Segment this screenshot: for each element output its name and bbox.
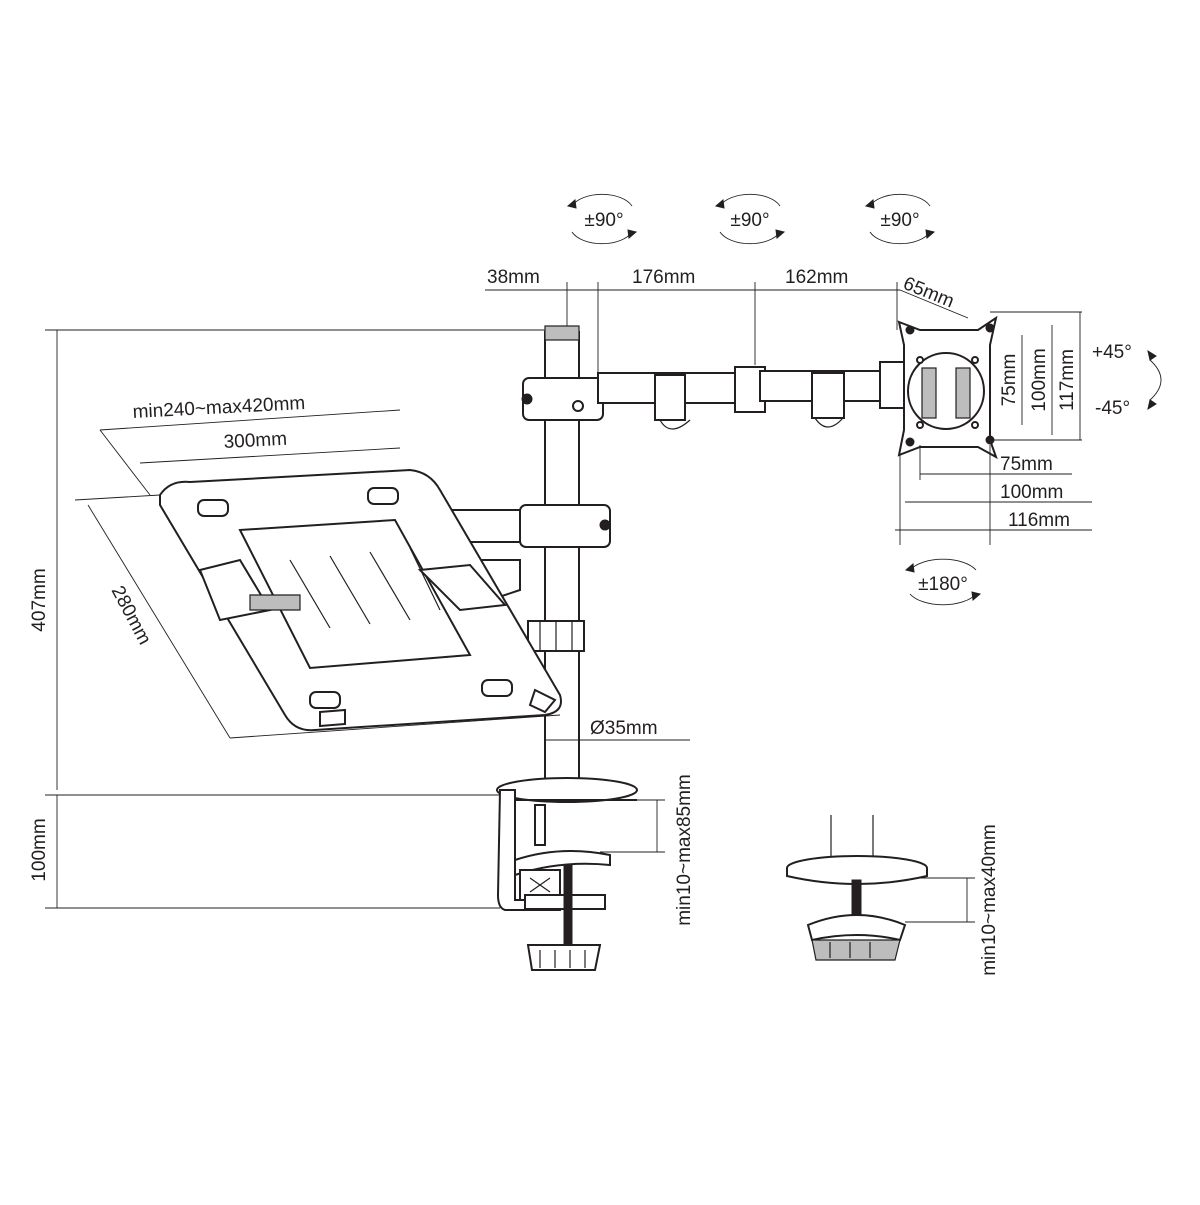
desk-clamp (496, 777, 638, 971)
vesa-v-100-label: 100mm (1029, 348, 1050, 411)
pole-diameter-label: Ø35mm (590, 718, 658, 739)
pole-diameter-dimension: Ø35mm (545, 718, 690, 741)
tilt-down-label: -45° (1095, 398, 1130, 419)
rotation-badge-joint-2: ±90° (714, 193, 786, 245)
vesa-horizontal-dimensions: 75mm 100mm 116mm (895, 445, 1092, 545)
head-depth-label: 65mm (900, 273, 957, 312)
vesa-h-75-label: 75mm (1000, 454, 1053, 475)
clamp-height-label: 100mm (29, 818, 50, 881)
rotation-badge-joint-1: ±90° (566, 193, 638, 245)
rotation-label-joint-3: ±90° (880, 210, 919, 231)
vesa-v-75-label: 75mm (999, 354, 1020, 407)
rotation-label-swivel: ±180° (918, 574, 968, 595)
grommet-range-label: min10~max40mm (979, 824, 1000, 976)
pole-height-dimension: 407mm (29, 329, 550, 790)
grommet-dimensions: min10~max40mm (905, 824, 1000, 976)
laptop-tray (159, 468, 611, 732)
tray-depth-label: 280mm (107, 583, 155, 649)
tray-width-label: 300mm (223, 429, 287, 453)
grommet-mount (786, 815, 928, 961)
vesa-h-100-label: 100mm (1000, 482, 1063, 503)
tilt-indicator: +45° -45° (1092, 342, 1162, 419)
plate-height-label: 117mm (1057, 349, 1078, 411)
arm-1-length-label: 176mm (632, 267, 695, 288)
rotation-badge-swivel: ±180° (904, 558, 982, 606)
monitor-arm (521, 361, 905, 430)
pole-offset-label: 38mm (487, 267, 540, 288)
tilt-up-label: +45° (1092, 342, 1132, 363)
rotation-badge-joint-3: ±90° (864, 193, 936, 245)
rotation-label-joint-1: ±90° (584, 210, 623, 231)
rotation-label-joint-2: ±90° (730, 210, 769, 231)
clamp-dimensions: 100mm min10~max85mm (29, 774, 695, 926)
vesa-vertical-dimensions: 75mm 100mm 117mm (990, 311, 1082, 441)
vesa-plate (897, 315, 998, 460)
pole-height-label: 407mm (29, 568, 50, 631)
plate-width-label: 116mm (1008, 510, 1070, 531)
arm-2-length-label: 162mm (785, 267, 848, 288)
clamp-range-label: min10~max85mm (674, 774, 695, 926)
tray-width-range-label: min240~max420mm (132, 393, 306, 423)
